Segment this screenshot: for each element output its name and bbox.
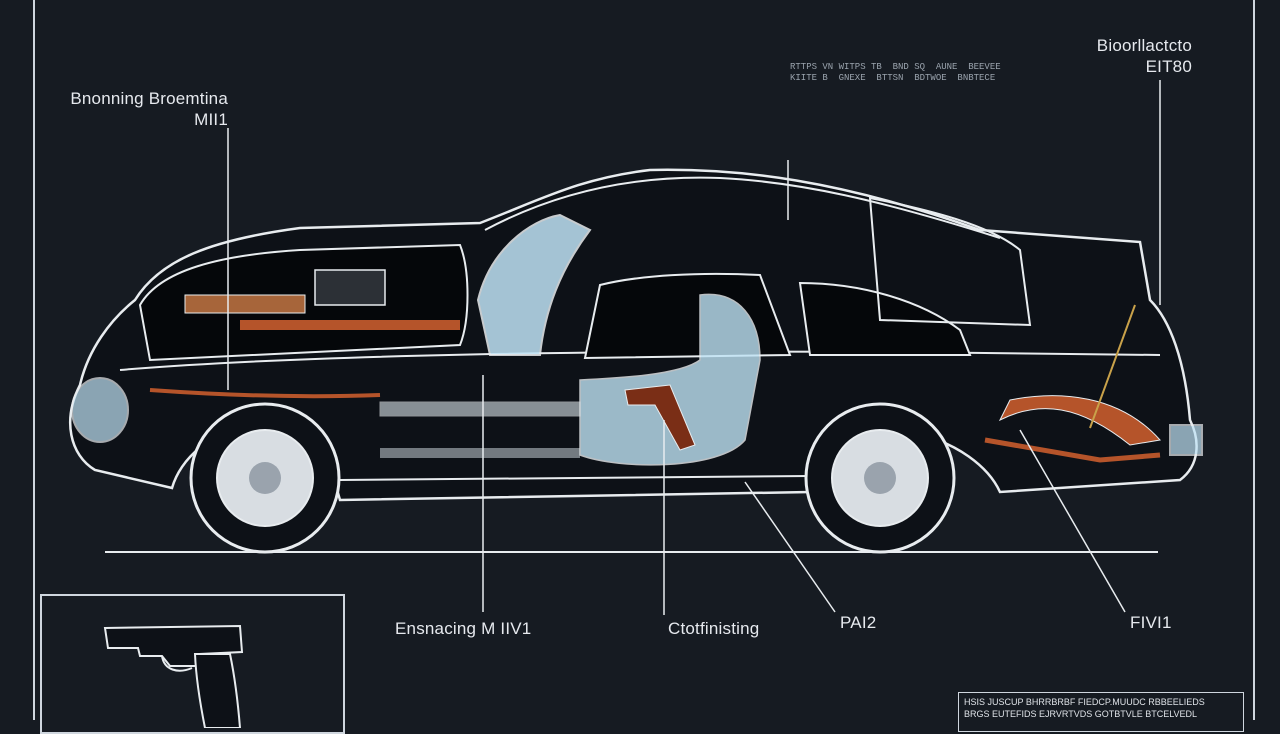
notes-box: HSIS JUSCUP BHRRBRBF FIEDCP.MUUDC RBBEEL… xyxy=(958,692,1244,732)
engine-rod xyxy=(240,320,460,330)
rear-glass xyxy=(868,196,1032,327)
inset-panel xyxy=(40,594,345,734)
front-wheel xyxy=(189,402,341,554)
front-bumper-cut xyxy=(149,388,381,399)
rear-strut xyxy=(1089,304,1136,429)
engine-rail xyxy=(184,294,306,314)
seat-handle xyxy=(624,384,696,451)
rear-arm xyxy=(984,437,1161,463)
beltline xyxy=(119,350,1161,371)
chassis-rail xyxy=(379,401,581,417)
frame-right-border xyxy=(1253,0,1255,720)
leader-bottom-4 xyxy=(1019,429,1126,613)
bottom-label-4: FIVI1 xyxy=(1130,613,1172,632)
bottom-label-1: Ensnacing M IIV1 xyxy=(395,619,532,638)
rear-bumper xyxy=(1169,424,1203,456)
top-left-code: MII1 xyxy=(194,110,228,129)
top-center-text-line2: KIITE B GNEXE BTTSN BDTWOE BNBTECE xyxy=(790,73,996,83)
bottom-label-2: Ctotfinisting xyxy=(668,619,760,638)
side-window-rear xyxy=(798,281,972,356)
top-center-text-line1: RTTPS VN WITPS TB BND SQ AUNE BEEVEE xyxy=(790,62,1001,72)
roof-line xyxy=(484,176,1001,239)
exhaust-rail xyxy=(380,448,580,458)
rear-wheel xyxy=(804,402,956,554)
bottom-label-3: PAI2 xyxy=(840,613,877,632)
seat xyxy=(579,293,761,466)
leader-bottom-3 xyxy=(744,481,836,613)
engine-block xyxy=(314,269,386,306)
top-right-code: EIT80 xyxy=(1145,57,1192,76)
notes-line-1: HSIS JUSCUP BHRRBRBF FIEDCP.MUUDC RBBEEL… xyxy=(964,697,1205,707)
notes-line-2: BRGS EUTEFIDS EJRVRTVDS GOTBTVLE BTCELVE… xyxy=(964,709,1198,719)
sill-line xyxy=(339,475,811,481)
top-left-title: Bnonning Broemtina xyxy=(70,89,228,108)
frame-left-border xyxy=(33,0,35,720)
pistol-icon xyxy=(103,624,244,728)
top-right-title: Bioorllactcto xyxy=(1096,36,1192,55)
windscreen xyxy=(476,213,592,356)
headlight xyxy=(71,377,129,443)
rear-linkage xyxy=(998,395,1161,446)
